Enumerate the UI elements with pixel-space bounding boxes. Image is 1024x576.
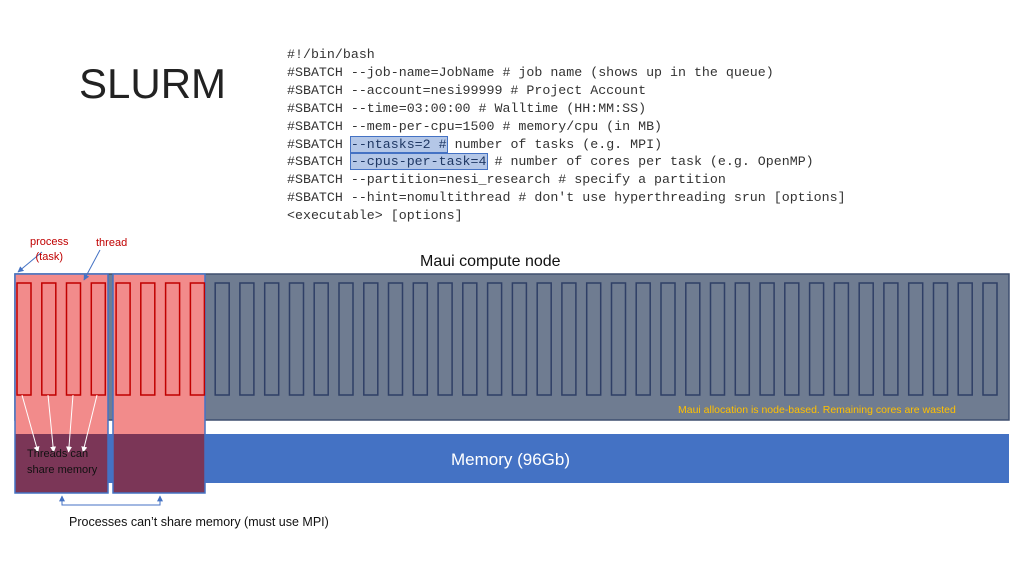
wasted-core bbox=[313, 282, 329, 396]
wasted-core bbox=[833, 282, 850, 396]
script-line: #SBATCH --time=03:00:00 # Walltime (HH:M… bbox=[287, 100, 846, 118]
script-text: #SBATCH --partition=nesi_research # spec… bbox=[287, 172, 726, 188]
thread-memory-arrow bbox=[66, 394, 74, 453]
script-text: #SBATCH --job-name=JobName # job name (s… bbox=[287, 64, 774, 80]
process-pointer-arrow bbox=[17, 251, 43, 273]
wasted-core bbox=[214, 282, 230, 396]
wasted-core bbox=[808, 282, 825, 396]
script-line: <executable> [options] bbox=[287, 207, 846, 225]
wasted-core bbox=[635, 282, 651, 396]
script-text: <executable> [options] bbox=[287, 208, 463, 224]
script-line: #SBATCH --job-name=JobName # job name (s… bbox=[287, 64, 846, 82]
task-border bbox=[14, 273, 109, 494]
processes-no-share-label: Processes can’t share memory (must use M… bbox=[69, 515, 329, 529]
wasted-core bbox=[932, 282, 949, 396]
slide-title: SLURM bbox=[79, 60, 227, 107]
wasted-core bbox=[263, 282, 280, 396]
highlighted-option: --cpus-per-task=4 bbox=[349, 153, 488, 171]
script-line: #SBATCH --cpus-per-task=4 # number of co… bbox=[287, 153, 846, 171]
wasted-core bbox=[982, 282, 998, 396]
wasted-core bbox=[437, 282, 453, 396]
threads-share-memory-label: Threads can share memory bbox=[27, 448, 98, 476]
script-line: #SBATCH --account=nesi99999 # Project Ac… bbox=[287, 82, 846, 100]
allocated-core bbox=[16, 282, 32, 396]
highlighted-option: --ntasks=2 # bbox=[349, 135, 448, 153]
wasted-core bbox=[907, 282, 924, 396]
allocated-core bbox=[140, 282, 156, 396]
script-text: #SBATCH bbox=[287, 154, 351, 170]
wasted-core bbox=[239, 282, 255, 396]
script-line: #SBATCH --partition=nesi_research # spec… bbox=[287, 171, 846, 189]
script-line: #SBATCH --hint=nomultithread # don't use… bbox=[287, 189, 846, 207]
script-text: #SBATCH --hint=nomultithread # don't use… bbox=[287, 190, 846, 206]
wasted-core bbox=[288, 282, 305, 396]
wasted-core bbox=[363, 282, 379, 396]
allocated-core bbox=[115, 282, 131, 396]
script-text: #!/bin/bash bbox=[287, 47, 375, 62]
wasted-core bbox=[412, 282, 429, 396]
processes-bracket-arrow bbox=[59, 495, 163, 506]
thread-memory-arrow bbox=[21, 394, 40, 453]
wasted-core bbox=[486, 282, 503, 396]
script-line: #SBATCH --ntasks=2 # number of tasks (e.… bbox=[287, 135, 846, 154]
script-text: #SBATCH bbox=[287, 136, 351, 152]
wasted-core bbox=[660, 282, 676, 396]
wasted-core bbox=[759, 282, 775, 396]
wasted-core bbox=[536, 282, 552, 396]
script-text: number of tasks (e.g. MPI) bbox=[446, 136, 663, 152]
task-memory-region bbox=[113, 434, 205, 493]
script-text: # number of cores per task (e.g. OpenMP) bbox=[486, 154, 814, 170]
wasted-cores-note: Maui allocation is node-based. Remaining… bbox=[678, 404, 956, 416]
allocated-core bbox=[65, 282, 82, 396]
script-line: #!/bin/bash bbox=[287, 46, 846, 64]
compute-node-label: Maui compute node bbox=[420, 253, 561, 270]
sbatch-script: #!/bin/bash #SBATCH --job-name=JobName # … bbox=[287, 46, 846, 225]
wasted-core bbox=[585, 282, 602, 396]
wasted-core bbox=[338, 282, 354, 396]
allocated-core bbox=[90, 282, 107, 396]
allocated-core bbox=[41, 282, 57, 396]
wasted-core bbox=[685, 282, 701, 396]
thread-pointer-arrow bbox=[83, 249, 101, 281]
memory-label: Memory (96Gb) bbox=[451, 450, 571, 469]
script-text: #SBATCH --time=03:00:00 # Walltime (HH:M… bbox=[287, 100, 647, 116]
wasted-core bbox=[858, 282, 874, 396]
task-memory-region bbox=[15, 434, 108, 493]
wasted-core bbox=[957, 282, 973, 396]
wasted-core bbox=[511, 282, 528, 396]
thread-label: thread bbox=[96, 237, 128, 249]
wasted-core bbox=[561, 282, 577, 396]
script-text: #SBATCH --mem-per-cpu=1500 # memory/cpu … bbox=[287, 118, 663, 134]
wasted-core bbox=[462, 282, 478, 396]
thread-memory-arrow bbox=[47, 394, 57, 453]
wasted-core bbox=[709, 282, 726, 396]
wasted-core bbox=[883, 282, 899, 396]
thread-memory-arrow bbox=[81, 394, 98, 453]
allocated-core bbox=[189, 282, 206, 396]
allocated-core bbox=[164, 282, 181, 396]
wasted-core bbox=[734, 282, 751, 396]
wasted-core bbox=[387, 282, 404, 396]
script-line: #SBATCH --mem-per-cpu=1500 # memory/cpu … bbox=[287, 118, 846, 136]
script-text: #SBATCH --account=nesi99999 # Project Ac… bbox=[287, 82, 647, 98]
wasted-core bbox=[784, 282, 800, 396]
wasted-core bbox=[610, 282, 627, 396]
process-task-label: process(task) bbox=[30, 236, 69, 263]
